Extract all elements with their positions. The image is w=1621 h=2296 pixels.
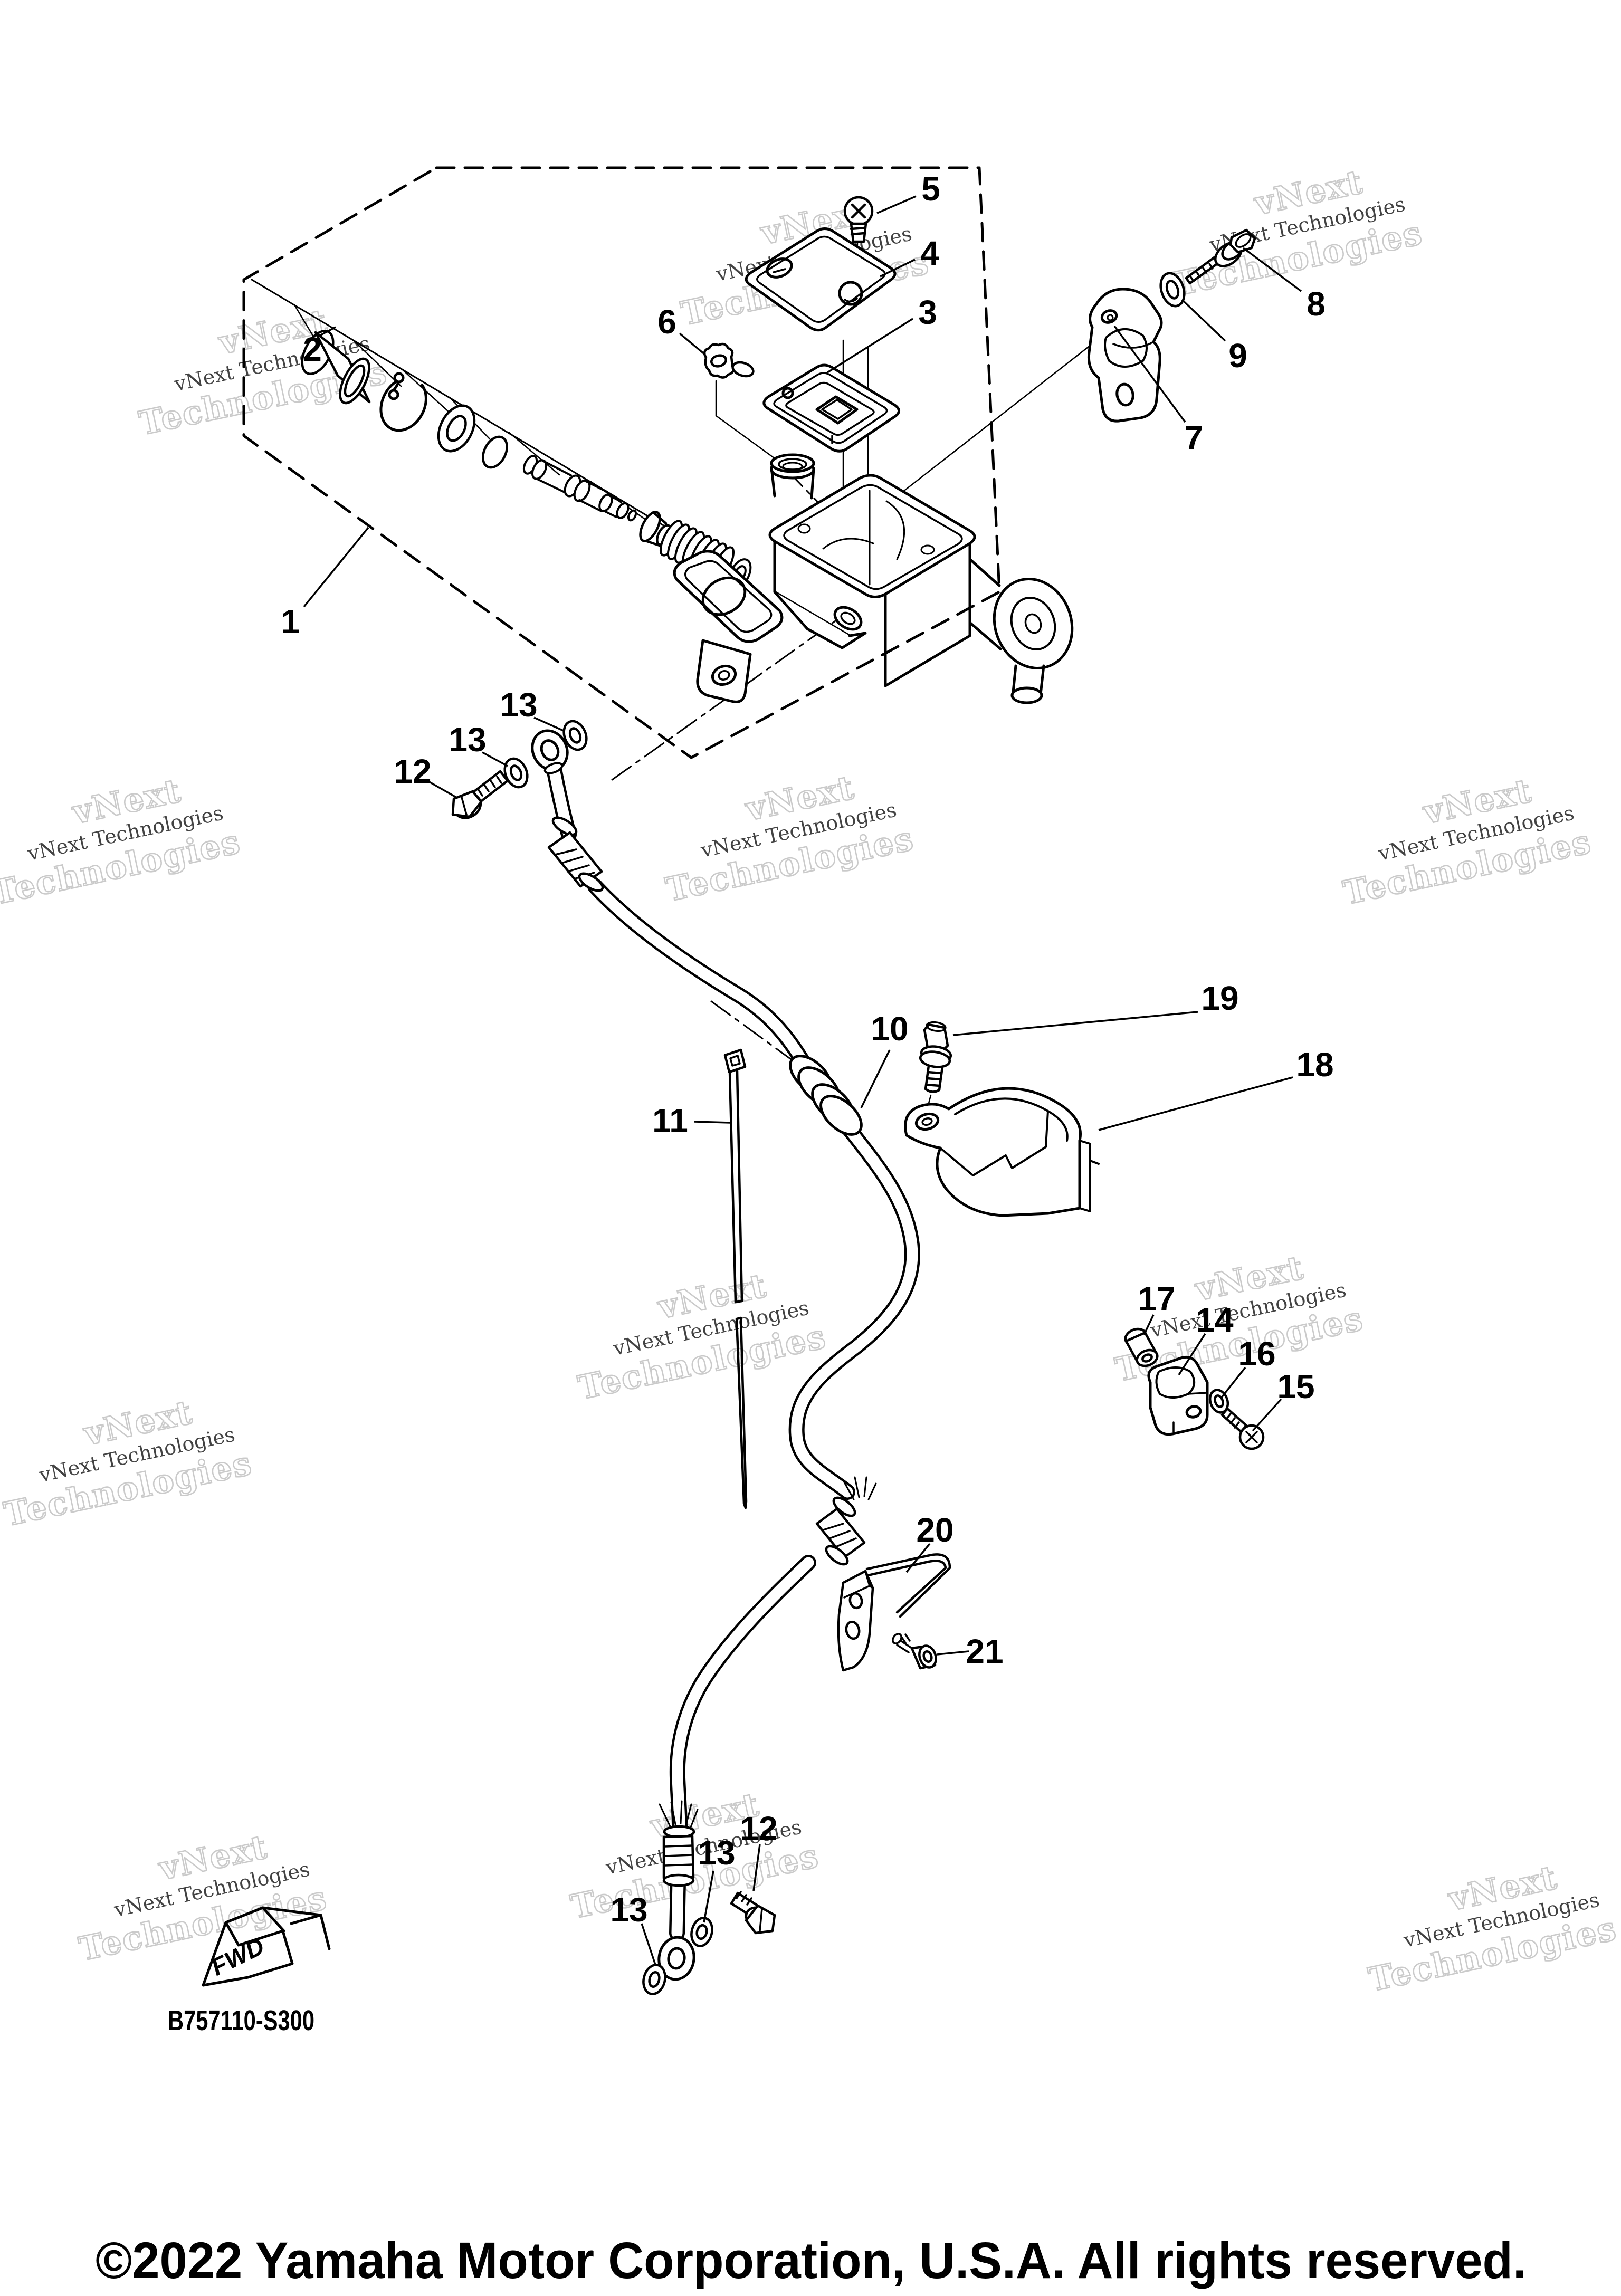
hose-fitting-top	[547, 816, 604, 892]
callout-13d-label: 13	[610, 1891, 647, 1929]
callout-13d-leader	[641, 1923, 656, 1965]
hose-ring-top	[531, 729, 569, 774]
callout-13b-label: 13	[449, 721, 486, 759]
callout-16-label: 16	[1238, 1335, 1275, 1373]
dashed-assembly-boundary	[242, 166, 1001, 759]
hose-collars	[789, 1055, 863, 1136]
callout-5-leader	[876, 195, 917, 214]
callout-11-label: 11	[652, 1102, 688, 1140]
hose-ring-bottom	[657, 1936, 695, 1981]
guide-bolt	[892, 1633, 937, 1670]
banjo-washers-top	[503, 720, 588, 789]
callout-20-label: 20	[916, 1511, 953, 1549]
handlebar-clamp	[1087, 288, 1163, 423]
callout-2-leader	[319, 326, 336, 337]
callout-18-label: 18	[1296, 1046, 1333, 1084]
piston	[522, 455, 637, 522]
circlip	[379, 372, 427, 432]
callout-13b-leader	[482, 751, 508, 767]
callout-17-label: 17	[1138, 1280, 1175, 1318]
copyright-text: ©2022 Yamaha Motor Corporation, U.S.A. A…	[96, 2232, 1527, 2289]
boot	[301, 330, 371, 405]
callout-13c-label: 13	[698, 1834, 735, 1872]
callout-6-label: 6	[657, 303, 676, 341]
callout-13c-leader	[703, 1870, 714, 1923]
callout-7-leader	[1113, 325, 1186, 423]
callout-11-leader	[694, 1121, 731, 1124]
callout-12a-leader	[427, 780, 457, 799]
callout-21-leader	[937, 1650, 969, 1656]
callout-5-label: 5	[921, 170, 940, 208]
callout-10-leader	[860, 1049, 891, 1108]
callout-6-leader	[679, 332, 706, 356]
clamp-washer	[1159, 272, 1186, 308]
hose-clamp-bolt	[919, 1021, 952, 1121]
part-code: B757110-S300	[168, 2005, 314, 2036]
hose-clamp	[904, 1087, 1100, 1217]
callout-17-leader	[1143, 1314, 1155, 1335]
callout-13a-label: 13	[500, 686, 537, 724]
callout-4-leader	[880, 259, 916, 278]
callout-12a-label: 12	[394, 752, 431, 790]
callout-14-leader	[1178, 1333, 1206, 1375]
callout-13a-leader	[533, 716, 565, 732]
callout-16-leader	[1220, 1366, 1246, 1399]
callout-15-leader	[1252, 1398, 1282, 1432]
callout-4-label: 4	[920, 234, 939, 272]
seal	[482, 435, 508, 469]
cable-tie	[723, 1048, 748, 1509]
kit-washer	[437, 404, 476, 453]
callout-19-label: 19	[1201, 979, 1238, 1017]
callout-9-label: 9	[1228, 337, 1247, 375]
callout-18-leader	[1098, 1076, 1293, 1131]
callout-12b-label: 12	[740, 1810, 777, 1848]
callout-1-label: 1	[281, 602, 300, 640]
reservoir-cap	[745, 227, 897, 332]
banjo-bolt-bottom	[730, 1891, 776, 1935]
callout-1-leader	[303, 527, 369, 608]
callout-21-label: 21	[966, 1632, 1003, 1670]
callout-layer: 1234567891011121313141516171819202112131…	[281, 170, 1334, 1965]
callout-10-label: 10	[871, 1010, 908, 1048]
callout-3-label: 3	[918, 293, 937, 331]
callout-15-label: 15	[1277, 1367, 1314, 1405]
callout-8-label: 8	[1307, 285, 1326, 323]
callout-9-leader	[1181, 299, 1226, 342]
holder-screw	[1220, 1407, 1265, 1450]
brake-hose	[531, 729, 920, 1981]
kit-bracket-line	[251, 279, 723, 561]
master-cylinder-body	[673, 453, 1074, 704]
reservoir-clip	[703, 342, 800, 477]
callout-8-leader	[1242, 247, 1302, 292]
callout-20-leader	[905, 1543, 931, 1573]
clamp-bolt	[1185, 228, 1256, 285]
banjo-washers-bottom	[642, 1917, 713, 1995]
diaphragm	[762, 363, 900, 453]
callout-14-label: 14	[1196, 1301, 1234, 1339]
callout-3-leader	[827, 318, 913, 374]
hose-fitting-bottom	[659, 1800, 699, 1887]
hose-holder	[1147, 1355, 1209, 1436]
banjo-bolt-top	[451, 770, 509, 819]
callout-19-leader	[952, 1011, 1198, 1036]
callout-12b-leader	[752, 1844, 761, 1891]
callout-7-label: 7	[1184, 419, 1203, 457]
wire-guide	[837, 1553, 951, 1672]
callout-2-label: 2	[303, 330, 322, 368]
hose-fitting-mid	[815, 1476, 877, 1566]
